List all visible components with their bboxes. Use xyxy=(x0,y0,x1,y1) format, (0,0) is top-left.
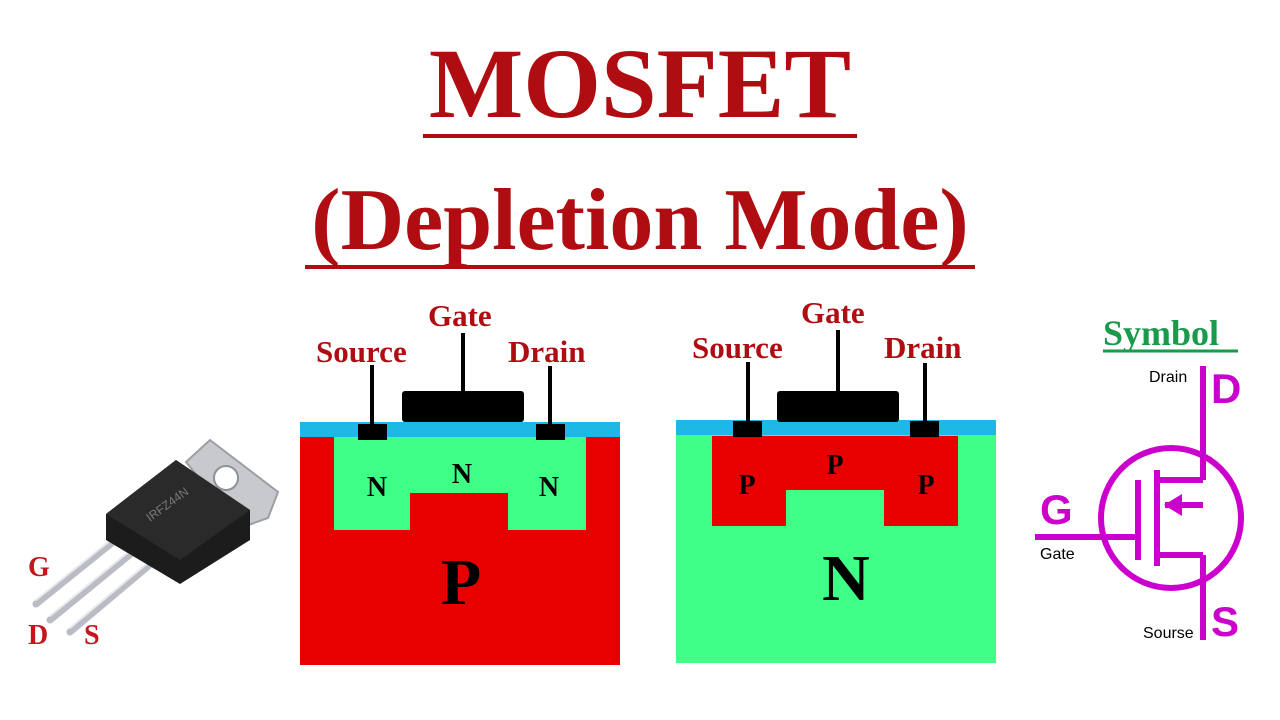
symbol-drain-letter: D xyxy=(1211,365,1241,412)
n-ch-right-region-label: N xyxy=(539,472,559,503)
symbol-arrow xyxy=(1164,494,1182,516)
page-title: MOSFET xyxy=(0,26,1280,141)
n-channel-region xyxy=(334,436,586,530)
drain-contact xyxy=(536,424,565,440)
source-lead xyxy=(66,554,162,636)
p-ch-substrate-label: N xyxy=(822,542,870,615)
oxide-layer xyxy=(300,422,620,437)
n-ch-channel-label: N xyxy=(452,459,472,490)
symbol-drain-label: Drain xyxy=(1149,369,1187,386)
p-channel-region xyxy=(712,436,958,526)
p-ch-right-region-label: P xyxy=(917,470,934,501)
symbol-gate-label: Gate xyxy=(1040,546,1075,563)
mosfet-component-image: IRFZ44N xyxy=(32,438,280,636)
source-contact xyxy=(358,424,387,440)
pin-label-drain: D xyxy=(28,620,48,651)
gate-lead xyxy=(32,534,122,608)
title-line-2: (Depletion Mode) xyxy=(305,177,975,269)
title-line-1: MOSFET xyxy=(422,34,858,138)
symbol-source-label: Sourse xyxy=(1143,625,1194,642)
p-ch-gate-label: Gate xyxy=(801,295,865,330)
n-ch-source-label: Source xyxy=(316,334,407,369)
p-ch-channel-label: P xyxy=(826,450,843,481)
n-ch-gate-label: Gate xyxy=(428,298,492,333)
source-contact xyxy=(733,421,762,437)
p-ch-drain-label: Drain xyxy=(884,330,962,365)
pin-label-gate: G xyxy=(28,552,50,583)
drain-contact xyxy=(910,421,939,437)
symbol-circle xyxy=(1098,445,1244,591)
gate-metal xyxy=(777,391,899,422)
symbol-source-letter: S xyxy=(1211,598,1239,645)
depletion-mosfet-symbol xyxy=(1035,366,1244,640)
page-subtitle: (Depletion Mode) xyxy=(0,170,1280,271)
n-ch-left-region-label: N xyxy=(367,472,387,503)
oxide-layer xyxy=(676,420,996,435)
gate-metal xyxy=(402,391,524,422)
symbol-heading: Symbol xyxy=(1103,313,1219,353)
drain-lead xyxy=(46,544,142,624)
mounting-hole xyxy=(213,465,239,491)
symbol-gate-letter: G xyxy=(1040,486,1073,533)
p-ch-left-region-label: P xyxy=(738,470,755,501)
n-ch-substrate-label: P xyxy=(441,546,481,619)
p-channel-cross-section xyxy=(676,330,996,663)
pin-label-source: S xyxy=(84,620,100,651)
p-ch-source-label: Source xyxy=(692,330,783,365)
n-channel-cross-section xyxy=(300,333,620,665)
n-ch-drain-label: Drain xyxy=(508,334,586,369)
